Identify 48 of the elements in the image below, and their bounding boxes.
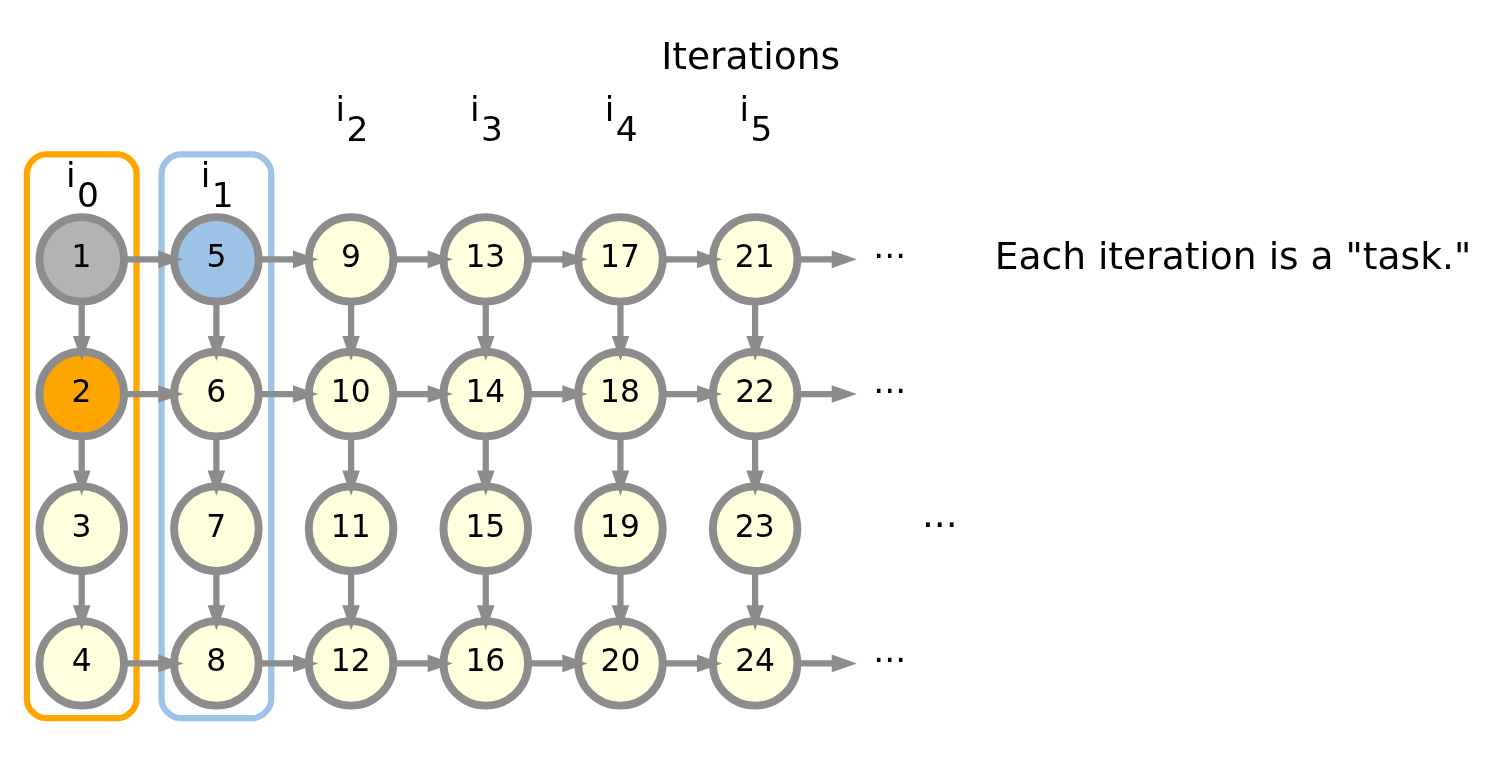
arrow [528, 654, 588, 673]
node-circle: 14 [439, 347, 532, 441]
arrow [663, 250, 723, 269]
node-circle: 11 [304, 482, 398, 575]
node-circle: 3 [35, 482, 128, 575]
arrow [259, 385, 319, 403]
node-circle: 18 [574, 347, 667, 441]
arrow [663, 654, 723, 673]
node-circle: 23 [708, 482, 802, 575]
arrow [259, 250, 319, 269]
node-circle: 13 [439, 213, 532, 306]
arrow [611, 571, 630, 631]
node-circle: 19 [574, 482, 667, 575]
node-circle: 2 [35, 347, 128, 441]
arrow [124, 385, 184, 403]
node-circle: 16 [439, 617, 532, 710]
node-circle: 20 [574, 617, 667, 710]
arrow [746, 571, 764, 631]
arrow [342, 571, 360, 631]
label: ··· [873, 640, 907, 681]
arrow [124, 654, 184, 673]
node-circle: 17 [574, 213, 667, 306]
node-circle: 7 [170, 482, 263, 575]
label: Each iteration is a "task." [994, 234, 1472, 279]
arrow [528, 250, 588, 269]
node-text: ··· [921, 503, 958, 548]
node-circle: 24 [708, 617, 802, 710]
node-circle: 6 [170, 347, 263, 441]
node-circle: 12 [304, 617, 398, 710]
arrow [476, 571, 495, 631]
node-circle: 21 [708, 213, 802, 306]
node-circle: 1 [35, 213, 128, 306]
arrow [124, 250, 184, 269]
node-circle: 10 [304, 347, 398, 441]
node-circle: 5 [170, 213, 263, 306]
node-circle: 15 [439, 482, 532, 575]
node-text: ··· [873, 236, 907, 277]
node-circle: 8 [170, 617, 263, 710]
diagram-title: Iterations [661, 33, 841, 78]
node-circle: 4 [35, 617, 128, 710]
arrow [528, 385, 588, 403]
node-circle: 22 [708, 347, 802, 441]
arrow [72, 571, 91, 631]
node-text: ··· [873, 370, 907, 411]
arrow [259, 654, 319, 673]
node-circle: 9 [304, 213, 398, 306]
arrow [207, 571, 226, 631]
arrow [663, 385, 723, 403]
